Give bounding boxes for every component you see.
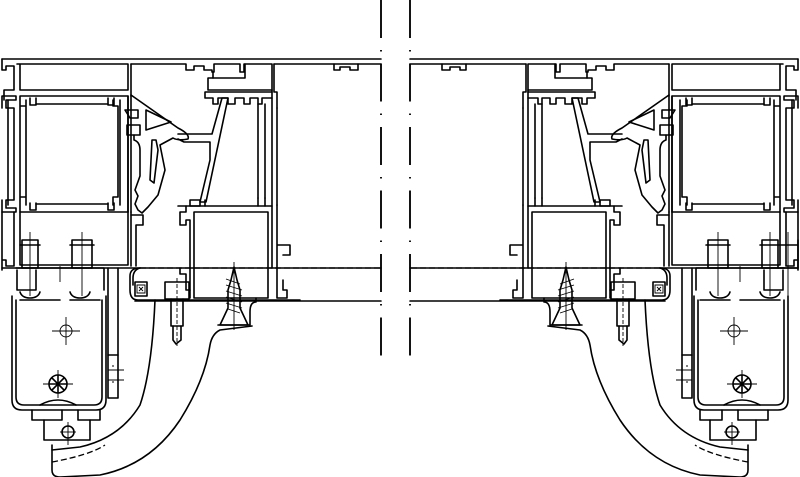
screw-right bbox=[543, 262, 583, 330]
wheel-icon-left bbox=[43, 370, 73, 398]
screw-left bbox=[217, 262, 257, 330]
outer-frame-left bbox=[1, 95, 382, 271]
axis-gap bbox=[382, 55, 409, 305]
glazing-bead-right bbox=[610, 94, 676, 214]
sash-right bbox=[509, 91, 623, 299]
handle-right bbox=[547, 299, 749, 477]
outer-frame-right bbox=[409, 95, 799, 271]
gasket-left bbox=[132, 267, 141, 286]
wheel-icon-right bbox=[727, 370, 757, 398]
sash-left bbox=[177, 91, 291, 299]
top-frame-left bbox=[1, 58, 382, 109]
right-half-section bbox=[409, 58, 799, 477]
bolt-right bbox=[610, 278, 636, 346]
bracket-right bbox=[676, 232, 799, 445]
lower-frame-right bbox=[409, 267, 671, 302]
top-frame-right bbox=[409, 58, 799, 109]
gasket-right bbox=[659, 267, 668, 286]
handle-left bbox=[51, 299, 253, 477]
glazing-bead-left bbox=[124, 94, 190, 214]
bracket-left bbox=[11, 232, 124, 445]
left-half-section bbox=[1, 58, 382, 477]
bolt-left bbox=[164, 278, 190, 346]
lower-frame-left bbox=[129, 267, 382, 302]
